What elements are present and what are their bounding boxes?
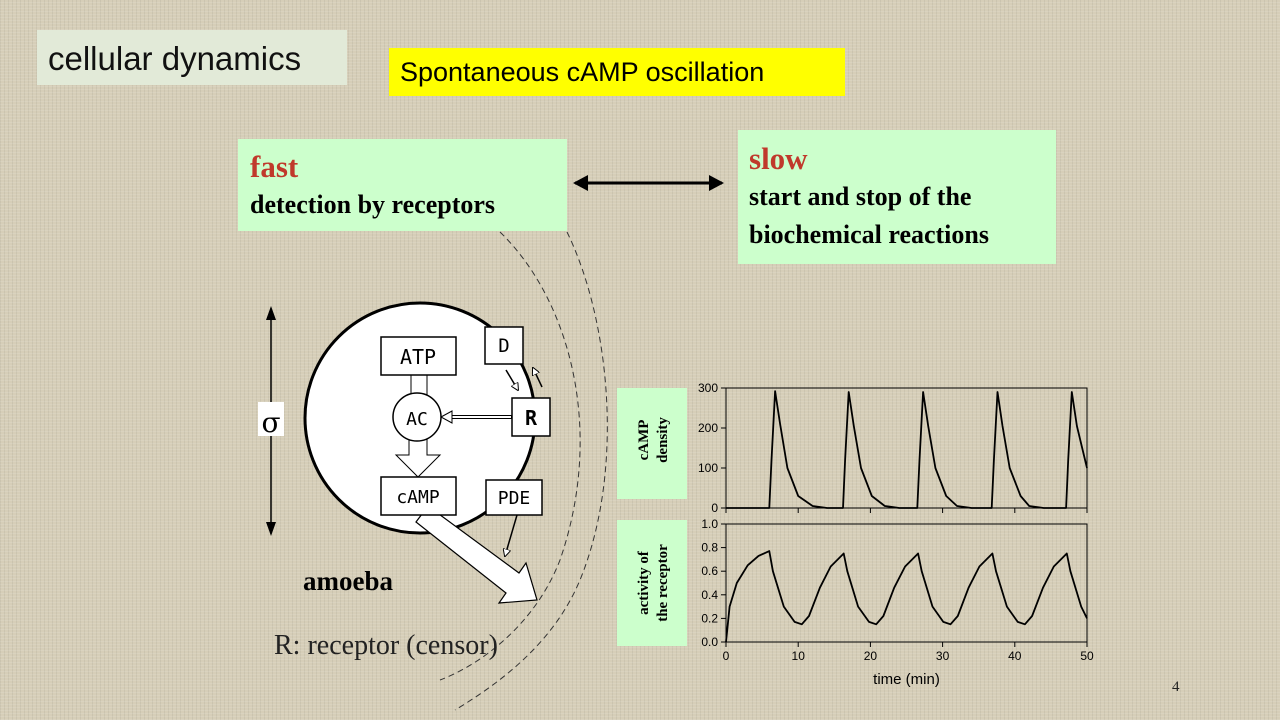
receptor-box: R bbox=[511, 397, 551, 437]
fast-slow-double-arrow bbox=[573, 175, 724, 191]
y-tick-label: 100 bbox=[698, 461, 718, 475]
receptor-note: R: receptor (censor) bbox=[274, 630, 498, 661]
y-tick-label: 0.6 bbox=[701, 564, 718, 578]
series-line bbox=[726, 390, 1088, 509]
r-to-ac-arrow bbox=[439, 410, 512, 424]
slow-text-line1: start and stop of the bbox=[749, 182, 972, 211]
ac-label: AC bbox=[406, 409, 428, 430]
fast-text: detection by receptors bbox=[250, 190, 496, 219]
atp-label: ATP bbox=[400, 345, 436, 369]
receptor-label: R bbox=[525, 406, 538, 430]
y-tick-label: 0.8 bbox=[701, 541, 718, 555]
series-line bbox=[725, 550, 1088, 643]
d-box: D bbox=[484, 326, 524, 365]
y-tick-label: 0.2 bbox=[701, 611, 718, 625]
r-to-d-arrow bbox=[533, 368, 543, 388]
camp-label: cAMP bbox=[396, 487, 440, 508]
d-label: D bbox=[498, 335, 509, 357]
x-tick-label: 10 bbox=[792, 649, 806, 663]
camp-ylabel-box bbox=[617, 388, 687, 499]
page-number: 4 bbox=[1172, 679, 1180, 695]
d-to-r-arrow bbox=[505, 369, 518, 390]
x-tick-label: 30 bbox=[936, 649, 950, 663]
fast-heading: fast bbox=[250, 149, 299, 184]
slow-heading: slow bbox=[749, 141, 808, 176]
x-tick-label: 0 bbox=[723, 649, 730, 663]
pde-box: PDE bbox=[485, 479, 543, 516]
x-tick-label: 20 bbox=[864, 649, 878, 663]
sigma-label: σ bbox=[261, 406, 280, 439]
pde-arrow bbox=[505, 514, 518, 556]
receptor-ylabel-box bbox=[617, 520, 687, 646]
y-tick-label: 0.4 bbox=[701, 588, 718, 602]
section-tag: cellular dynamics bbox=[37, 30, 347, 85]
y-tick-label: 0.0 bbox=[701, 635, 718, 649]
dashed-arc-outer bbox=[454, 231, 608, 711]
pde-label: PDE bbox=[498, 488, 531, 509]
receptor-activity-chart: 0.0 0.2 0.4 0.6 0.8 1.0 0 10 20 30 40 50 activity of… bbox=[636, 517, 1094, 688]
x-tick-label: 40 bbox=[1008, 649, 1022, 663]
plot-frame bbox=[725, 387, 1088, 509]
y-tick-label: 0 bbox=[711, 501, 718, 515]
x-axis-label: time (min) bbox=[873, 671, 940, 688]
atp-box: ATP bbox=[380, 336, 457, 376]
fast-box: fast detection by receptors bbox=[238, 139, 567, 231]
camp-secretion-arrow bbox=[415, 505, 538, 604]
y-tick-label: 300 bbox=[698, 381, 718, 395]
y-tick-label: 1.0 bbox=[701, 517, 718, 531]
cell-size-indicator bbox=[258, 306, 284, 536]
slow-box: slow start and stop of the biochemical r… bbox=[738, 130, 1056, 264]
plot-frame bbox=[725, 523, 1088, 643]
y-tick-label: 200 bbox=[698, 421, 718, 435]
ac-node: AC bbox=[392, 392, 442, 442]
slow-text-line2: biochemical reactions bbox=[749, 220, 989, 249]
camp-box: cAMP bbox=[380, 476, 457, 516]
ac-to-camp-arrow bbox=[394, 437, 442, 478]
slide-title: Spontaneous cAMP oscillation bbox=[389, 48, 845, 96]
amoeba-label: amoeba bbox=[303, 566, 393, 596]
x-tick-label: 50 bbox=[1080, 649, 1094, 663]
dashed-arc-inner bbox=[439, 231, 581, 681]
